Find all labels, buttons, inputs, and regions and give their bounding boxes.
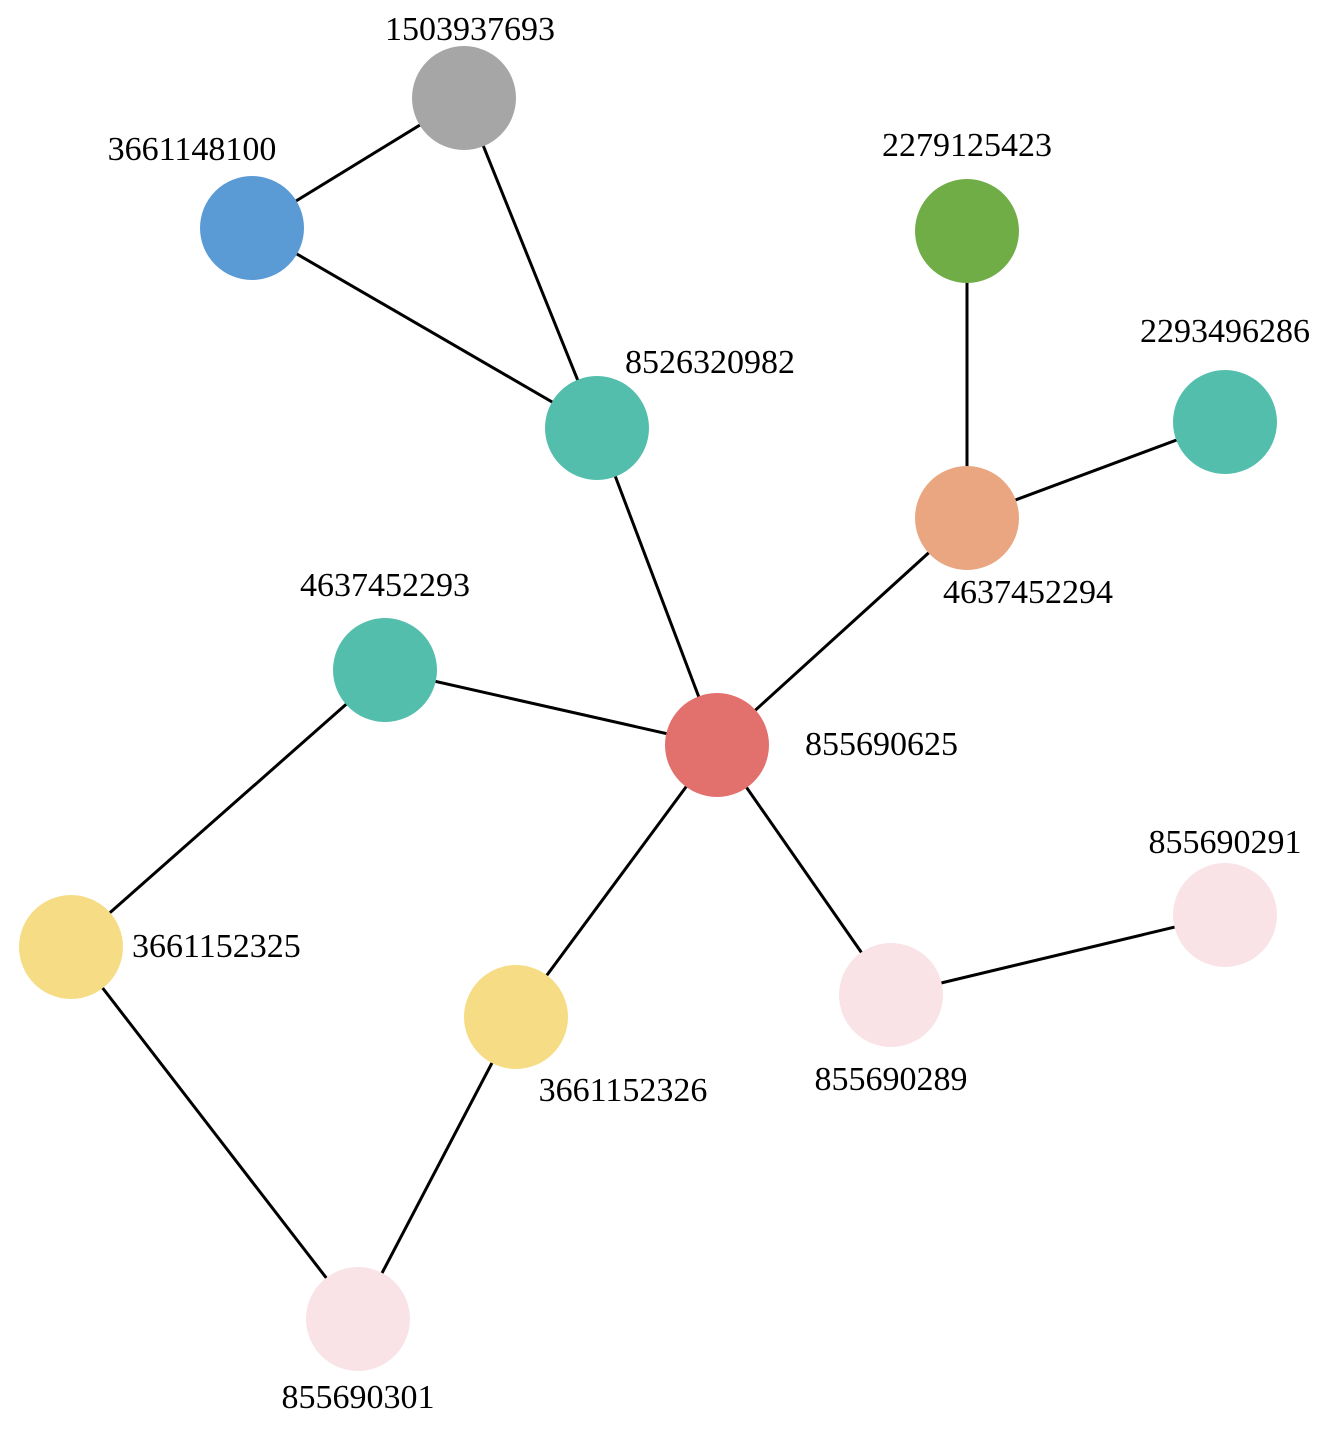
node-855690289 [839, 943, 943, 1047]
node-layer [19, 46, 1277, 1371]
node-label-3661152326: 3661152326 [539, 1072, 708, 1109]
edge-1503937693-8526320982 [462, 97, 599, 429]
node-label-4637452293: 4637452293 [300, 567, 470, 604]
edge-layer [69, 96, 1226, 1320]
node-label-855690301: 855690301 [282, 1379, 435, 1416]
node-label-3661148100: 3661148100 [108, 131, 277, 168]
edge-855690625-3661152326 [514, 744, 719, 1018]
edge-4637452293-855690625 [384, 668, 718, 747]
node-1503937693 [412, 46, 516, 150]
label-layer: 1503937693 3661148100 2279125423 8526320982… [108, 11, 1310, 1416]
node-label-855690291: 855690291 [1149, 824, 1302, 861]
node-2293496286 [1173, 370, 1277, 474]
edge-855690289-855690291 [890, 913, 1226, 997]
node-855690301 [306, 1267, 410, 1371]
node-4637452293 [333, 618, 437, 722]
node-3661152325 [19, 895, 123, 999]
node-label-1503937693: 1503937693 [385, 11, 555, 48]
node-label-8526320982: 8526320982 [625, 344, 795, 381]
node-8526320982 [545, 376, 649, 480]
edge-3661152325-855690301 [69, 946, 360, 1320]
node-label-3661152325: 3661152325 [132, 928, 301, 965]
node-3661148100 [200, 176, 304, 280]
edge-3661148100-8526320982 [251, 226, 598, 430]
node-label-2279125423: 2279125423 [882, 127, 1052, 164]
edge-8526320982-855690625 [595, 427, 719, 746]
node-4637452294 [915, 466, 1019, 570]
node-2279125423 [915, 179, 1019, 283]
node-label-2293496286: 2293496286 [1140, 313, 1310, 350]
node-3661152326 [464, 965, 568, 1069]
edge-4637452293-3661152325 [70, 668, 386, 949]
edge-3661152326-855690301 [356, 1016, 518, 1320]
node-label-855690289: 855690289 [815, 1061, 968, 1098]
node-label-855690625: 855690625 [805, 726, 958, 763]
node-855690625 [665, 693, 769, 797]
node-label-4637452294: 4637452294 [943, 574, 1113, 611]
node-855690291 [1173, 863, 1277, 967]
edge-4637452294-855690625 [715, 516, 969, 747]
